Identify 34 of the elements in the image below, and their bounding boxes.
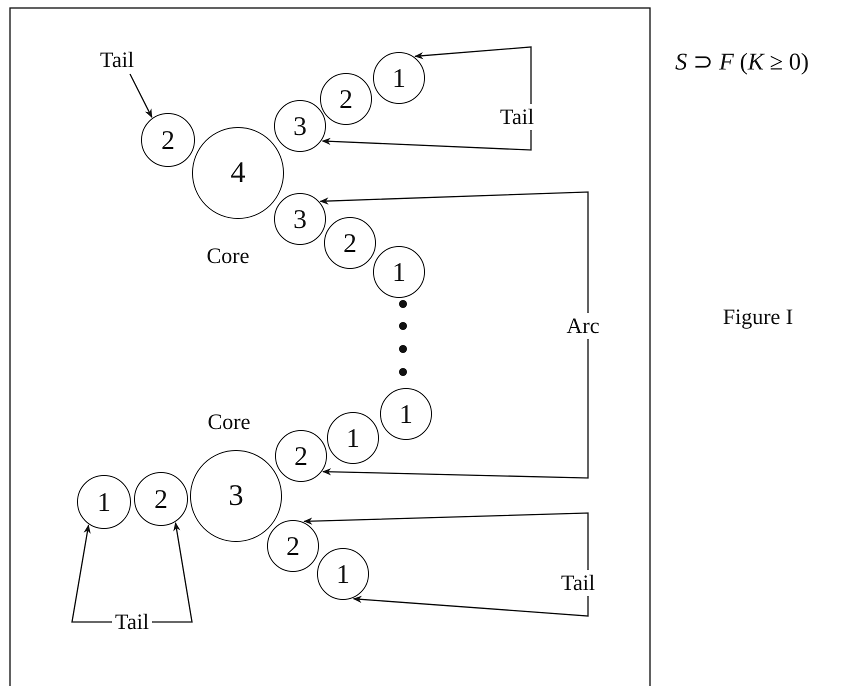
arrow <box>322 130 532 151</box>
arrow <box>352 596 589 617</box>
circle-node: 2 <box>320 73 372 125</box>
core-circle: 3 <box>190 450 282 542</box>
circle-node: 3 <box>274 100 326 152</box>
circle-node: 2 <box>141 113 195 167</box>
circle-node: 1 <box>327 412 379 464</box>
circle-node: 1 <box>380 388 432 440</box>
circle-node: 2 <box>324 217 376 269</box>
circle-node: 1 <box>373 52 425 104</box>
core-circle: 4 <box>192 127 284 219</box>
node-caption: Core <box>206 244 250 268</box>
circle-node: 1 <box>77 475 131 529</box>
circle-node: 3 <box>274 193 326 245</box>
text-label: Tail <box>500 105 534 129</box>
arrow <box>129 74 152 118</box>
text-label: Tail <box>115 610 149 634</box>
circle-node: 2 <box>275 430 327 482</box>
figure-label: Figure I <box>722 304 794 330</box>
arrow <box>322 339 589 479</box>
text-label: Arc <box>566 314 600 338</box>
arrow <box>152 522 193 623</box>
circle-node: 1 <box>373 246 425 298</box>
arrow <box>320 191 589 313</box>
math-expression: S ⊃ F (K ≥ 0) <box>675 48 809 76</box>
circle-node: 2 <box>267 520 319 572</box>
arrow <box>303 512 589 570</box>
circle-node: 2 <box>134 472 188 526</box>
circle-node: 1 <box>317 548 369 600</box>
node-caption: Core <box>208 410 250 434</box>
text-label: Tail <box>100 48 134 72</box>
arrow <box>414 46 532 104</box>
text-label: Tail <box>561 571 595 595</box>
arrow <box>71 524 112 623</box>
